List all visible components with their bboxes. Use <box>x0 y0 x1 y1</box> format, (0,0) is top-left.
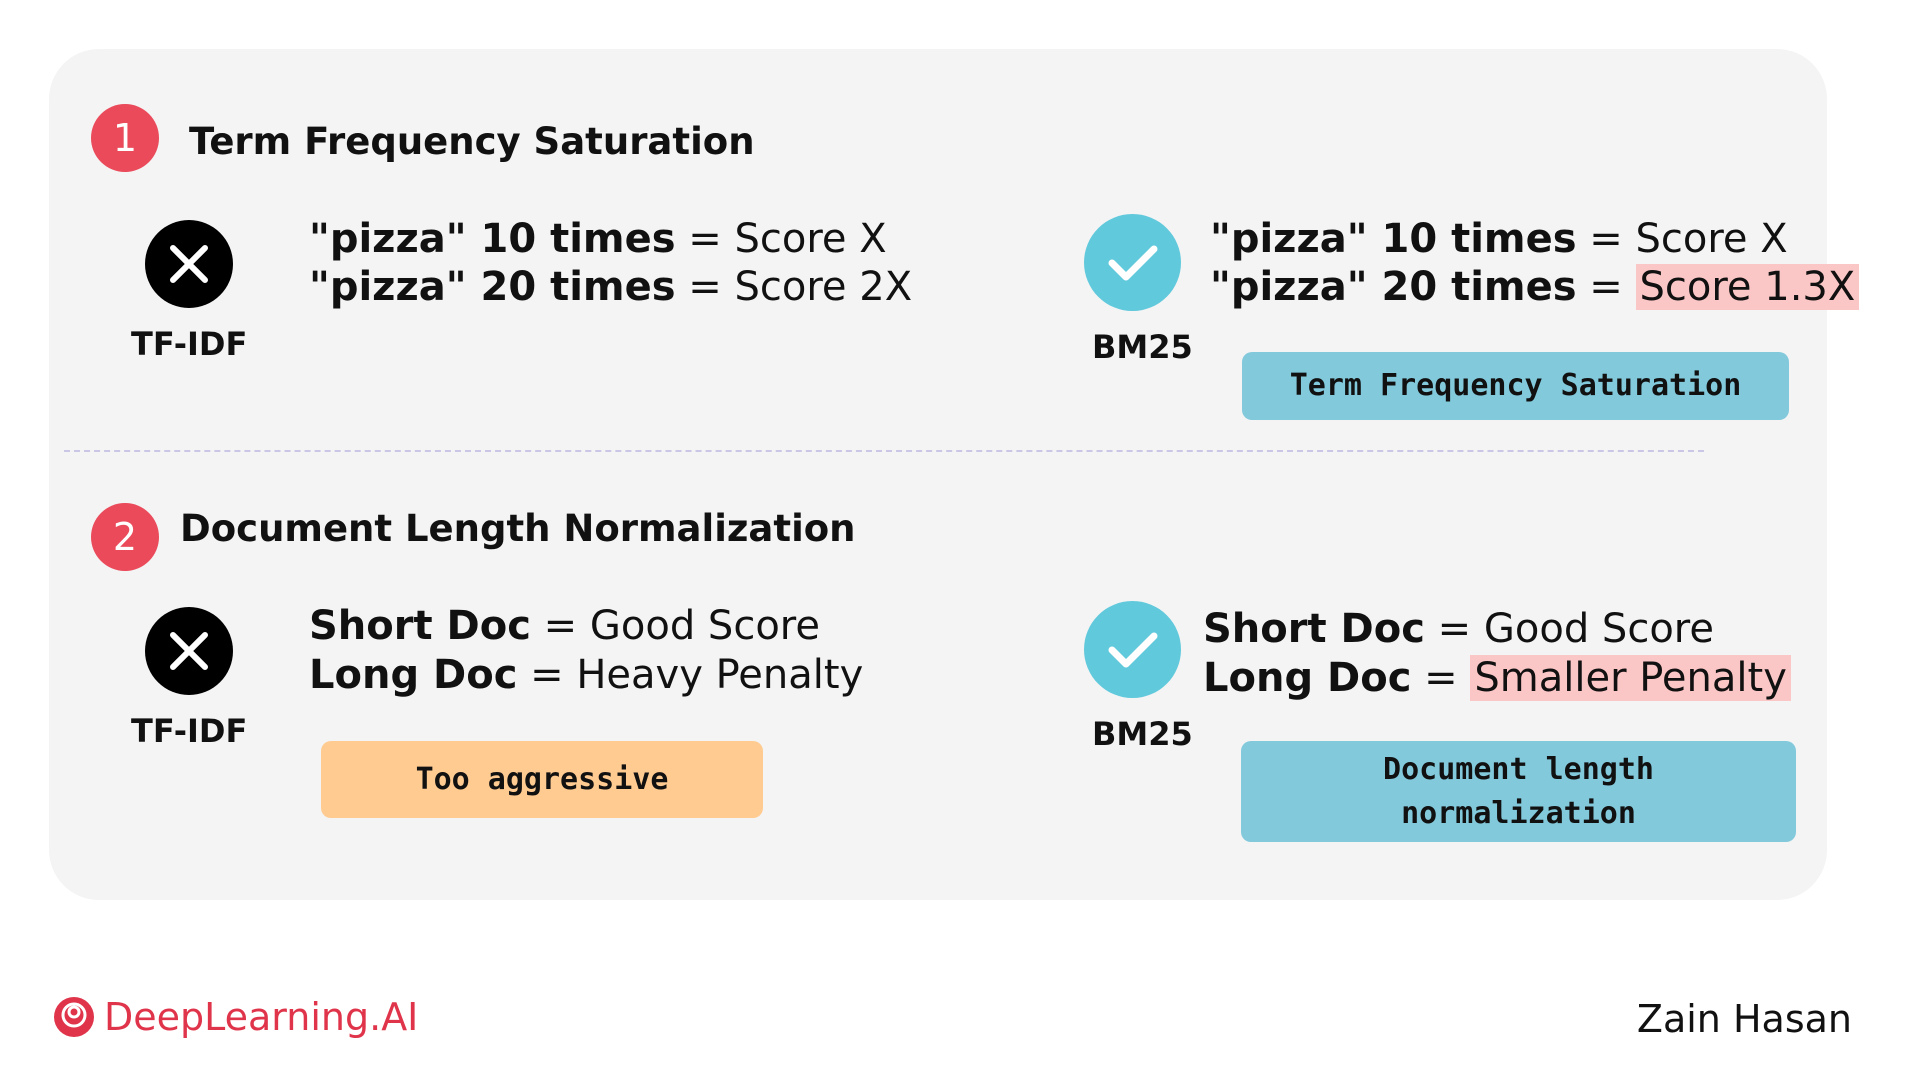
bm25-line-1: Short Doc = Good Score <box>1203 605 1714 653</box>
pill-label-line-1: Document length <box>1383 751 1654 787</box>
tfidf-line-1: Short Doc = Good Score <box>309 602 820 650</box>
section-divider <box>64 450 1704 452</box>
line-equals: = <box>1424 655 1458 701</box>
line-term: "pizza" 10 times <box>1210 216 1577 262</box>
bm25-line-1: "pizza" 10 times = Score X <box>1210 215 1788 263</box>
term-frequency-saturation-pill: Term Frequency Saturation <box>1242 352 1789 420</box>
section-1-number: 1 <box>112 116 138 160</box>
line-score: = Heavy Penalty <box>530 652 864 698</box>
tfidf-label: TF-IDF <box>131 712 248 750</box>
line-equals: = <box>1589 264 1623 310</box>
bm25-label: BM25 <box>1092 328 1193 366</box>
line-term: Long Doc <box>309 652 518 698</box>
pill-label-line-2: normalization <box>1401 795 1636 831</box>
section-2-title: Document Length Normalization <box>180 507 856 550</box>
too-aggressive-pill: Too aggressive <box>321 741 763 818</box>
line-term: "pizza" 20 times <box>309 264 676 310</box>
bm25-line-2: "pizza" 20 times = Score 1.3X <box>1210 263 1860 311</box>
section-1-number-badge: 1 <box>91 104 159 172</box>
section-2-number: 2 <box>112 515 138 559</box>
line-term: Short Doc <box>1203 606 1425 652</box>
x-icon <box>145 607 233 695</box>
tfidf-line-2: Long Doc = Heavy Penalty <box>309 651 863 699</box>
highlighted-penalty: Smaller Penalty <box>1470 655 1791 701</box>
line-score: = Score X <box>1589 216 1788 262</box>
line-score: = Score X <box>688 216 887 262</box>
line-term: "pizza" 10 times <box>309 216 676 262</box>
document-length-normalization-pill: Document length normalization <box>1241 741 1796 842</box>
section-2-number-badge: 2 <box>91 503 159 571</box>
x-icon <box>145 220 233 308</box>
tfidf-label: TF-IDF <box>131 325 248 363</box>
line-score: = Score 2X <box>688 264 913 310</box>
line-score: = Good Score <box>1437 606 1714 652</box>
highlighted-score: Score 1.3X <box>1635 264 1860 310</box>
section-1-title: Term Frequency Saturation <box>189 120 755 163</box>
author-name: Zain Hasan <box>1636 997 1852 1041</box>
line-term: Long Doc <box>1203 655 1412 701</box>
line-term: "pizza" 20 times <box>1210 264 1577 310</box>
line-score: = Good Score <box>543 603 820 649</box>
bm25-label: BM25 <box>1092 715 1193 753</box>
brand-mark-icon <box>54 997 94 1037</box>
line-term: Short Doc <box>309 603 531 649</box>
bm25-line-2: Long Doc = Smaller Penalty <box>1203 654 1791 702</box>
brand-name: DeepLearning.AI <box>104 995 419 1039</box>
tfidf-line-2: "pizza" 20 times = Score 2X <box>309 263 912 311</box>
tfidf-line-1: "pizza" 10 times = Score X <box>309 215 887 263</box>
check-icon <box>1084 214 1181 311</box>
pill-label: Term Frequency Saturation <box>1289 368 1742 403</box>
brand-logo: DeepLearning.AI <box>52 995 418 1039</box>
check-icon <box>1084 601 1181 698</box>
pill-label: Too aggressive <box>415 761 669 797</box>
